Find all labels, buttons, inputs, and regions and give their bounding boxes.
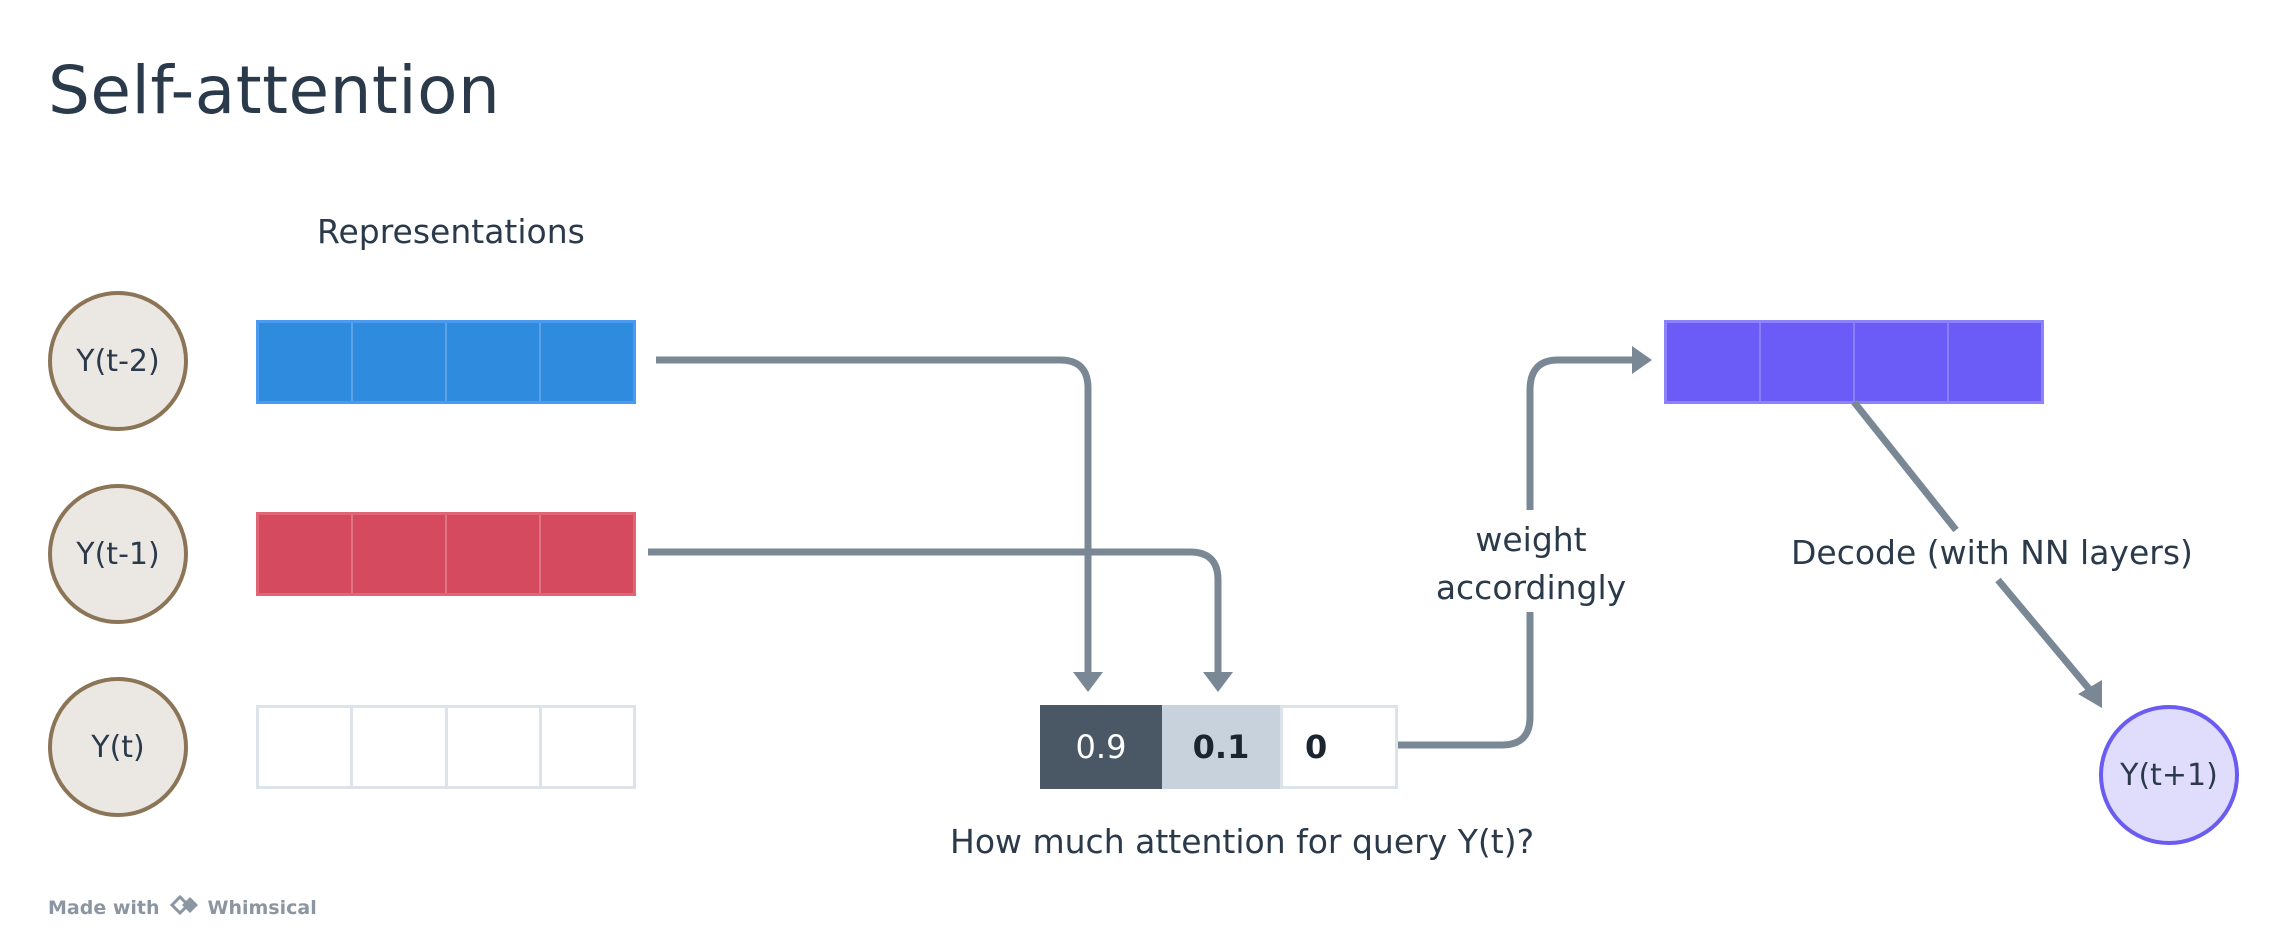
- made-with-text: Made with: [48, 896, 160, 919]
- arrow-down-icon: [1073, 672, 1103, 692]
- vector-cell: [353, 708, 448, 786]
- weighted-output-vector: [1664, 320, 2044, 404]
- line-decode-top: [1851, 399, 1959, 533]
- arrow-down-icon: [1203, 672, 1233, 692]
- vector-cell: [259, 708, 354, 786]
- vector-cell: [541, 323, 633, 401]
- vector-cell: [541, 708, 633, 786]
- vector-cell: [541, 515, 633, 593]
- node-y-t-minus-1: Y(t-1): [48, 484, 188, 624]
- vector-cell: [1949, 323, 2041, 401]
- arrow-red-to-weights: [648, 548, 1222, 675]
- vector-cell: [447, 323, 541, 401]
- weight-accordingly-label: weight accordingly: [1431, 516, 1631, 612]
- decode-label: Decode (with NN layers): [1791, 533, 2193, 572]
- vector-cell: [259, 323, 353, 401]
- vector-cell: [1667, 323, 1761, 401]
- arrow-weights-to-output: [1398, 612, 1534, 749]
- vector-cell: [447, 515, 541, 593]
- attention-weights: 0.9 0.1 0: [1040, 705, 1398, 789]
- arrow-right-icon: [1632, 346, 1652, 374]
- line-decode-bottom: [1995, 577, 2093, 693]
- node-label: Y(t-1): [76, 536, 160, 572]
- attention-weight-cell: 0.1: [1162, 705, 1280, 789]
- node-label: Y(t-2): [76, 343, 160, 379]
- vector-cell: [353, 515, 447, 593]
- arrow-blue-to-weights: [656, 356, 1092, 675]
- vector-cell: [259, 515, 353, 593]
- arrow-down-right-icon: [2078, 680, 2102, 708]
- node-y-t-plus-1: Y(t+1): [2099, 705, 2239, 845]
- representations-label: Representations: [317, 212, 585, 251]
- page-title: Self-attention: [48, 52, 501, 129]
- attention-weight-cell: 0.9: [1040, 705, 1162, 789]
- node-label: Y(t): [91, 729, 145, 765]
- node-label: Y(t+1): [2120, 757, 2218, 793]
- weight-label-line: weight: [1475, 520, 1587, 559]
- attention-question-label: How much attention for query Y(t)?: [950, 822, 1535, 861]
- whimsical-logo-icon: [168, 893, 202, 922]
- node-y-t-minus-2: Y(t-2): [48, 291, 188, 431]
- vector-cell: [1855, 323, 1949, 401]
- vector-cell: [353, 323, 447, 401]
- representation-vector-t: [256, 705, 636, 789]
- representation-vector-t-minus-1: [256, 512, 636, 596]
- brand-text: Whimsical: [207, 896, 317, 919]
- vector-cell: [1761, 323, 1855, 401]
- arrow-weight-up: [1526, 356, 1634, 510]
- weight-label-line: accordingly: [1435, 568, 1627, 607]
- representation-vector-t-minus-2: [256, 320, 636, 404]
- footer-made-with[interactable]: Made with Whimsical: [48, 893, 317, 922]
- node-y-t: Y(t): [48, 677, 188, 817]
- vector-cell: [447, 708, 542, 786]
- attention-weight-cell: 0: [1280, 705, 1398, 789]
